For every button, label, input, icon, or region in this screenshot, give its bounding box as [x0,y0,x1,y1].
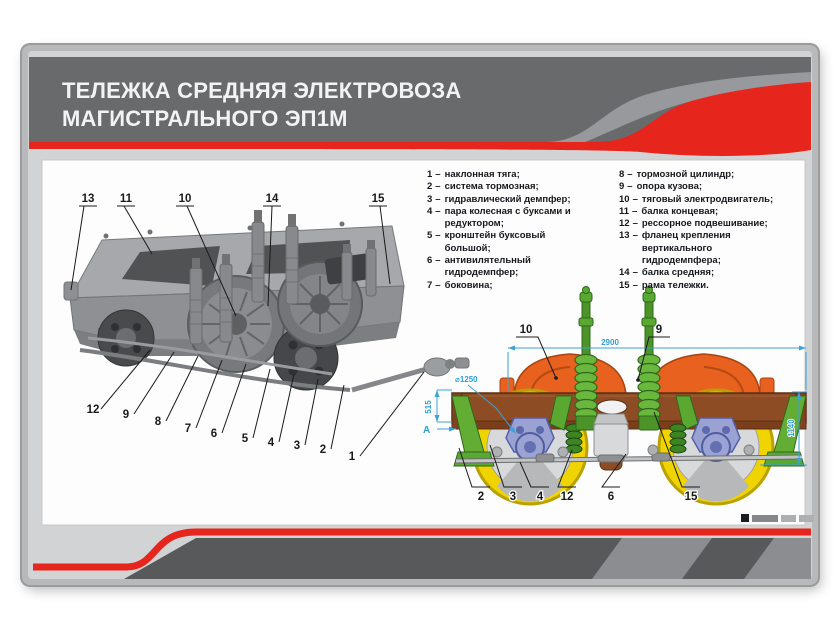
callout-lines-top [70,205,391,317]
legend-item: 3–гидравлический демпфер; [427,193,571,205]
spring-posts-3d [189,210,377,345]
callout-number: 14 [266,193,279,205]
red-swoosh-top [29,82,811,156]
callout-lines-bottom [100,349,425,457]
callout-number: 7 [185,423,191,435]
legend-item: 11–балка концевая; [619,205,719,217]
callout-number: 10 [179,193,192,205]
callout-number: 9 [123,409,129,421]
callout-number: 4 [268,437,275,449]
publisher-logo-icon [741,514,749,522]
callout-number: 13 [82,193,95,205]
legend-item: 9–опора кузова; [619,181,703,193]
legend-item: 6–антивилятельный гидродемпфер; [427,255,531,279]
illustration-callouts: 13 11 10 14 15 12 9 8 7 6 5 4 3 2 1 [80,192,386,465]
legend-column-2: 8–тормозной цилиндр; 9–опора кузова; 10–… [619,169,791,292]
legend-item: 14–балка средняя; [619,267,715,279]
callout-number: 12 [87,404,100,416]
callout-number: 2 [478,491,484,503]
publisher-fine-print [781,514,796,522]
callout-number: 3 [510,491,516,503]
bottom-gray-swoosh-2 [744,538,811,579]
callout-number: 6 [211,428,217,440]
legend-item: 12–рессорное подвешивание; [619,218,768,230]
dimension-label: 2900 [601,338,619,347]
frame-beam [451,392,807,430]
bottom-dark-band [124,538,811,579]
suspension-green [451,395,807,467]
legend-item: 10–тяговый электродвигатель; [619,193,774,205]
legend-column-1: 1–наклонная тяга; 2–система тормозная; 3… [427,169,577,292]
legend-item: 15–рама тележки. [619,279,709,291]
traction-motors [499,353,775,397]
legend-item: 8–тормозной цилиндр; [619,169,735,180]
callout-number: 10 [520,324,533,336]
body-support-spring-right [637,286,661,431]
callout-number: 6 [608,491,614,503]
header-decoration [29,57,811,156]
callout-number: 8 [155,416,162,428]
legend-item: 7–боковина; [427,279,493,291]
tie-rods [455,444,803,464]
title-line-1: ТЕЛЕЖКА СРЕДНЯЯ ЭЛЕКТРОВОЗА [62,78,462,103]
dimension-label: ⌀1250 [455,375,478,384]
body-support-spring-left [574,286,598,431]
dimension-label: 515 [424,400,433,414]
axlebox-right [691,417,741,462]
legend-item: 2–система тормозная; [427,181,539,193]
callout-number: 1 [349,451,356,463]
dimensions [434,345,807,466]
callout-number: 4 [537,491,544,503]
bogie-3d-illustration: 13 11 10 14 15 12 9 8 7 6 5 4 3 2 1 [63,192,470,465]
publisher-fine-print [799,514,814,522]
legend-item: 13–фланец крепления вертикального гидрод… [619,230,731,267]
bottom-gray-swoosh-1 [592,538,712,579]
technical-side-view: 2900 ⌀1250 515 1140 А 10 9 2 3 4 [423,286,807,506]
legend-item: 5–кронштейн буксовый большой; [427,230,546,254]
view-label: А [423,425,430,436]
callout-number: 3 [294,440,300,452]
callout-number: 11 [120,193,133,205]
title-line-2: МАГИСТРАЛЬНОГО ЭП1М [62,106,348,131]
callout-number: 15 [372,193,385,205]
callout-number: 2 [320,444,326,456]
callout-number: 15 [685,491,698,503]
publisher-fine-print [752,514,778,522]
callout-number: 9 [656,324,662,336]
red-ribbon-bottom [33,528,811,571]
publisher-mark [741,514,814,522]
legend-item: 1–наклонная тяга; [427,169,520,180]
page-title: ТЕЛЕЖКА СРЕДНЯЯ ЭЛЕКТРОВОЗА МАГИСТРАЛЬНО… [62,77,461,133]
motor-right-3d [277,253,372,347]
dimension-label: 1140 [787,419,796,437]
callout-number: 12 [561,491,574,503]
callout-number: 5 [242,433,249,445]
drawing-callouts: 10 9 2 3 4 12 6 15 [477,323,700,505]
inclined-rod-3d [351,357,470,393]
footer-decoration [33,528,811,579]
legend-item: 4–пара колесная с буксами и редуктором; [427,205,571,230]
drawing-callout-lines [458,336,700,488]
